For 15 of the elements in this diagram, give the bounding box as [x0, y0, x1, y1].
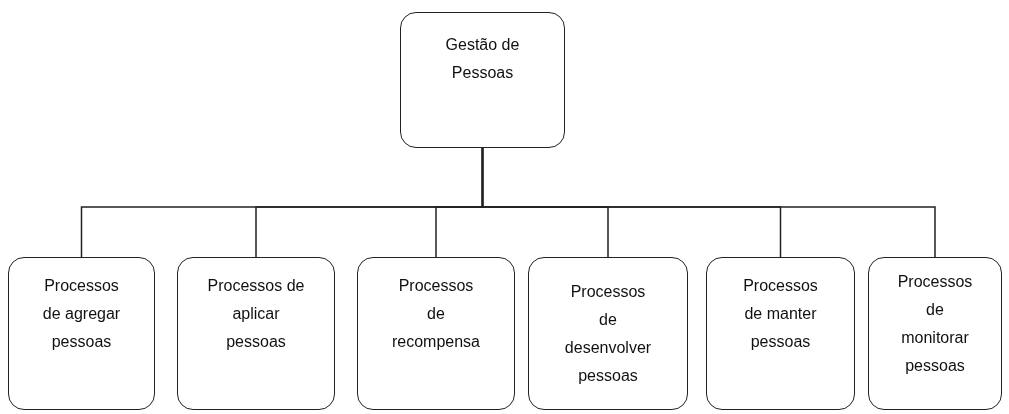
- process-box: [528, 257, 688, 410]
- box-label: Processos de aplicar pessoas: [206, 276, 306, 352]
- process-box: [868, 257, 1002, 410]
- box-label: Processos de agregar pessoas: [41, 276, 122, 352]
- connector-line: [481, 147, 936, 258]
- box-label: Processos de monitorar pessoas: [896, 272, 974, 376]
- process-box: [8, 257, 155, 410]
- box-label: Processos de recompensa: [391, 276, 481, 352]
- box-label: Processos de manter pessoas: [742, 276, 819, 352]
- process-box: [357, 257, 515, 410]
- process-box: [177, 257, 335, 410]
- box-label: Processos de desenvolver pessoas: [563, 282, 653, 386]
- process-box: [400, 12, 565, 148]
- box-label: Gestão de Pessoas: [444, 35, 521, 83]
- process-box: [706, 257, 855, 410]
